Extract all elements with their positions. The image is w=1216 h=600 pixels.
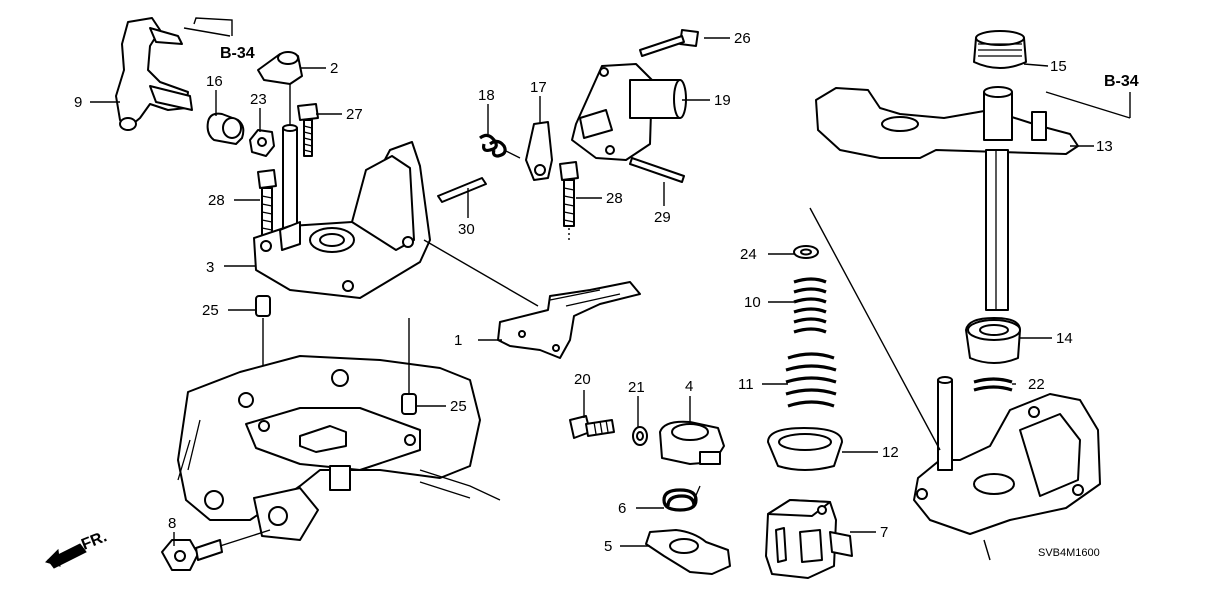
part-21-washer [632, 426, 648, 446]
callout-23: 23 [250, 91, 267, 108]
callout-19: 19 [714, 92, 731, 109]
part-11-spring [785, 352, 837, 408]
part-12-seat [767, 427, 843, 471]
callout-11: 11 [738, 376, 754, 393]
part-15-cap [973, 30, 1027, 69]
part-27-bolt [297, 103, 319, 157]
callout-13: 13 [1096, 138, 1113, 155]
front-direction-arrow: FR. [45, 528, 109, 569]
callout-15: 15 [1050, 58, 1067, 75]
callout-10: 10 [744, 294, 761, 311]
part-22-spring [973, 377, 1013, 392]
callout-17: 17 [530, 79, 547, 96]
callout-27: 27 [346, 106, 363, 123]
callout-20: 20 [574, 371, 591, 388]
callout-28-center: 28 [606, 190, 623, 207]
part-18-spring [479, 133, 521, 159]
part-17-detent-arm [525, 121, 553, 181]
part-24-washer [793, 245, 819, 259]
part-30-pin [437, 177, 487, 203]
part-1-bracket [497, 281, 641, 359]
part-10-spring [793, 277, 827, 334]
part-2-pin [257, 51, 303, 85]
callout-14: 14 [1056, 330, 1073, 347]
callout-6: 6 [618, 500, 626, 517]
part-28-bolt-left [257, 169, 277, 237]
callout-8: 8 [168, 515, 176, 532]
cross-ref-label: B-34 [1104, 73, 1139, 90]
part-20-bolt [569, 415, 615, 439]
callout-leaders [90, 37, 1094, 547]
part-14-collar [965, 317, 1021, 364]
callout-29: 29 [654, 209, 671, 226]
part-4-cam [659, 420, 725, 465]
callout-9: 9 [74, 94, 82, 111]
figure-code: SVB4M1600 [1038, 547, 1100, 559]
part-16-bushing [206, 112, 245, 145]
callout-16: 16 [206, 73, 223, 90]
reference-lines [183, 17, 1131, 451]
part-9-shift-arm [115, 17, 193, 131]
cross-ref-left: B-34 [220, 45, 255, 62]
part-29-pin [629, 157, 685, 183]
callouts: 1 2 3 4 5 6 7 8 9 10 11 12 13 14 15 16 1… [74, 30, 1113, 555]
shaft-left [282, 124, 298, 231]
part-8-drain-plug [161, 529, 271, 571]
part-6-spring [662, 485, 701, 512]
right-housing [913, 376, 1101, 561]
callout-7: 7 [880, 524, 888, 541]
callout-26: 26 [734, 30, 751, 47]
part-3-cover-housing [253, 141, 431, 299]
callout-1: 1 [454, 332, 462, 349]
part-28-bolt-center [559, 161, 579, 240]
callout-2: 2 [330, 60, 338, 77]
cross-ref-label: B-34 [220, 45, 255, 62]
part-19-actuator [571, 63, 687, 161]
front-label: FR. [79, 528, 109, 553]
callout-5: 5 [604, 538, 612, 555]
cross-ref-right: B-34 [1104, 73, 1139, 90]
callout-25-upper: 25 [202, 302, 219, 319]
callout-22: 22 [1028, 376, 1045, 393]
part-13-shift-arm-assembly [815, 86, 1079, 311]
callout-25-lower: 25 [450, 398, 467, 415]
callout-4: 4 [685, 378, 693, 395]
part-23-nut [249, 129, 275, 157]
callout-21: 21 [628, 379, 645, 396]
transmission-case [177, 355, 501, 541]
part-5-lever [645, 529, 731, 575]
part-25-dowel-lower [401, 318, 417, 415]
callout-30: 30 [458, 221, 475, 238]
part-26-bolt [639, 29, 699, 57]
part-7-block [765, 499, 853, 579]
callout-18: 18 [478, 87, 495, 104]
callout-28-left: 28 [208, 192, 225, 209]
callout-3: 3 [206, 259, 214, 276]
callout-24: 24 [740, 246, 757, 263]
callout-12: 12 [882, 444, 899, 461]
